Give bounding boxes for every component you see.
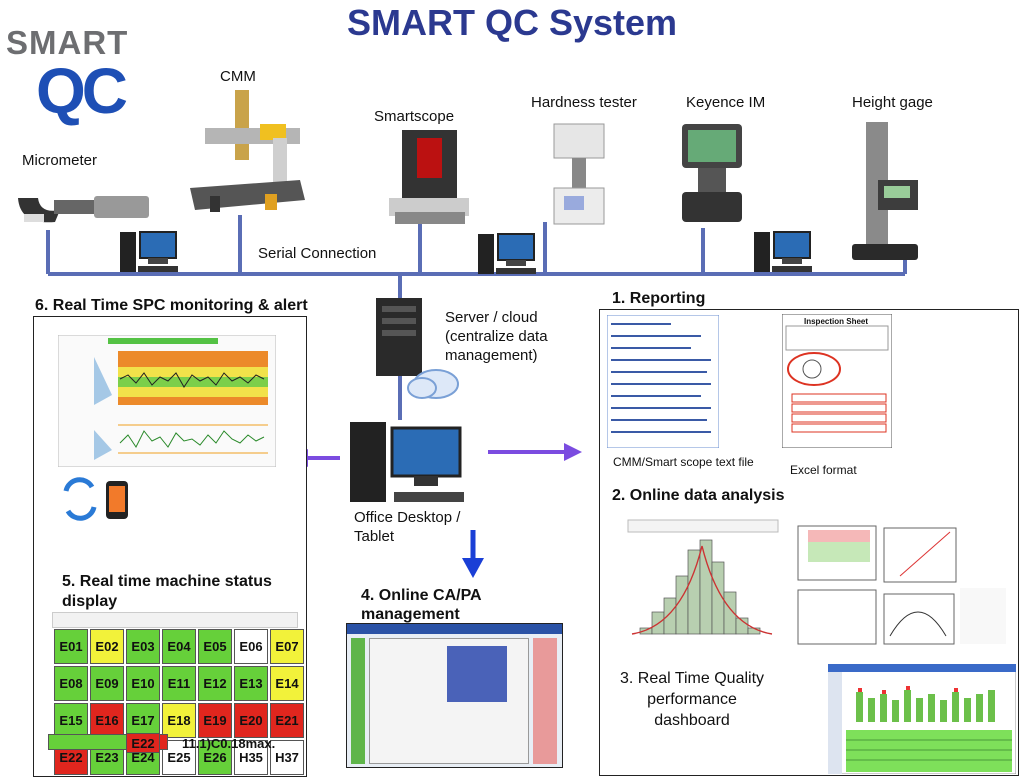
machine-status-cell: E17 — [126, 703, 160, 738]
dashboard-screenshot — [828, 664, 1016, 774]
height-gage-icon — [852, 122, 918, 260]
server-icon — [376, 298, 459, 399]
desktop-computer-icon — [478, 233, 536, 274]
cmm-label: CMM — [220, 68, 256, 85]
machine-status-cell: E19 — [198, 703, 232, 738]
logo-text-qc: QC — [36, 55, 128, 127]
inspection-sheet-heading: Inspection Sheet — [804, 317, 869, 326]
hardness-tester-icon — [553, 123, 605, 225]
machine-status-cell: E03 — [126, 629, 160, 664]
logo-text-smart: SMART — [6, 24, 129, 61]
footer-tolerance-note: 11.1)C0.18max. — [182, 736, 276, 751]
desktop-computer-icon — [120, 231, 178, 272]
machine-status-cell: E09 — [90, 666, 124, 701]
arrow-to-reporting — [488, 443, 582, 461]
machine-status-toolbar — [52, 612, 298, 628]
desktop-computer-icon — [754, 231, 812, 272]
text-file-screenshot — [607, 315, 719, 448]
office-desktop-icon — [350, 422, 464, 502]
histogram-screenshot — [627, 519, 779, 635]
mobile-alert-icon — [63, 477, 128, 521]
office-desktop-label: Office Desktop /Tablet — [354, 509, 461, 545]
machine-status-cell: E12 — [198, 666, 232, 701]
machine-status-cell: E02 — [90, 629, 124, 664]
machine-status-cell: E01 — [54, 629, 88, 664]
keyence-label: Keyence IM — [686, 94, 766, 111]
machine-status-cell: E07 — [270, 629, 304, 664]
micrometer-icon — [18, 196, 149, 223]
excel-inspection-sheet — [782, 314, 892, 448]
page-title: SMART QC System — [346, 2, 678, 43]
machine-status-cell: E21 — [270, 703, 304, 738]
arrow-to-capa — [462, 530, 484, 578]
machine-status-cell: E05 — [198, 629, 232, 664]
machine-status-cell: E14 — [270, 666, 304, 701]
machine-status-cell: E13 — [234, 666, 268, 701]
keyence-icon — [682, 124, 742, 222]
smartscope-icon — [389, 130, 469, 224]
analysis-section-title: 2. Online data analysis — [612, 487, 785, 504]
text-file-caption: CMM/Smart scope text file — [613, 455, 754, 469]
machine-status-cell: E10 — [126, 666, 160, 701]
machine-status-cell: E20 — [234, 703, 268, 738]
machine-status-cell: E08 — [54, 666, 88, 701]
status-legend — [48, 734, 128, 750]
excel-caption: Excel format — [790, 463, 857, 477]
machine-status-cell: E06 — [234, 629, 268, 664]
machine-status-cell: E15 — [54, 703, 88, 738]
footer-machine-code: E22 — [126, 733, 160, 753]
machine-status-cell: E16 — [90, 703, 124, 738]
machine-status-cell: E26 — [198, 740, 232, 775]
analysis-charts-screenshot — [797, 525, 1006, 645]
serial-connection-label: Serial Connection — [258, 245, 377, 262]
micrometer-label: Micrometer — [22, 152, 98, 169]
smartscope-label: Smartscope — [374, 108, 455, 125]
hardness-tester-label: Hardness tester — [531, 94, 637, 111]
spc-section-title: 6. Real Time SPC monitoring & alert — [35, 297, 308, 314]
cmm-icon — [190, 90, 305, 212]
machine-status-cell: E11 — [162, 666, 196, 701]
machine-status-cell: H37 — [270, 740, 304, 775]
height-gage-label: Height gage — [852, 94, 933, 111]
machine-status-cell: E04 — [162, 629, 196, 664]
reporting-section-title: 1. Reporting — [612, 290, 706, 307]
capa-screenshot — [346, 623, 563, 768]
machine-status-cell: E18 — [162, 703, 196, 738]
machine-status-cell: H35 — [234, 740, 268, 775]
spc-chart-screenshot — [58, 335, 276, 467]
